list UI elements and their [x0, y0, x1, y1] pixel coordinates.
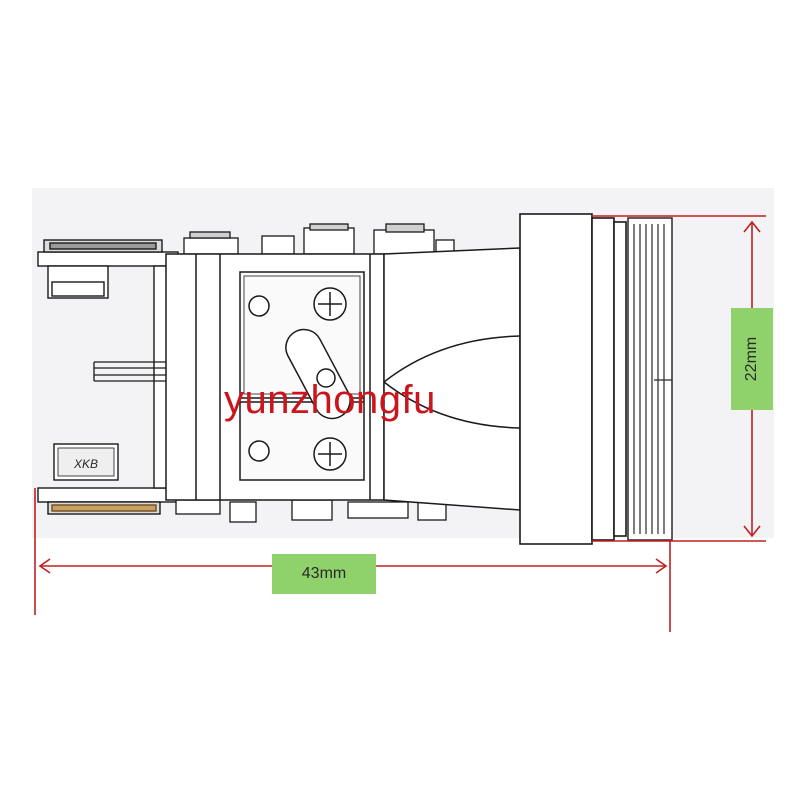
lens-barrel: [383, 247, 521, 511]
width-dimension-label: 43mm: [272, 554, 376, 594]
width-dimension-text: 43mm: [301, 565, 347, 582]
smd-components: [175, 223, 455, 523]
lens-holder: [519, 213, 627, 545]
mount-hole-top: [248, 295, 270, 317]
focus-slot: [285, 328, 351, 420]
screw-fixings: [248, 287, 351, 471]
height-dimension-text: 22mm: [743, 336, 761, 382]
mount-hole-bottom: [248, 440, 270, 462]
pin-leads: [93, 361, 168, 382]
thread-lines: [627, 217, 673, 541]
xkb-silkscreen: XKB: [73, 457, 98, 471]
central-housing: [165, 253, 385, 501]
height-dimension-label: 22mm: [731, 308, 773, 410]
watermark-text: yunzhongfu: [224, 378, 436, 422]
screw-bottom-icon: [313, 437, 347, 471]
screw-top-icon: [313, 287, 347, 321]
xkb-component: XKB: [53, 443, 119, 481]
